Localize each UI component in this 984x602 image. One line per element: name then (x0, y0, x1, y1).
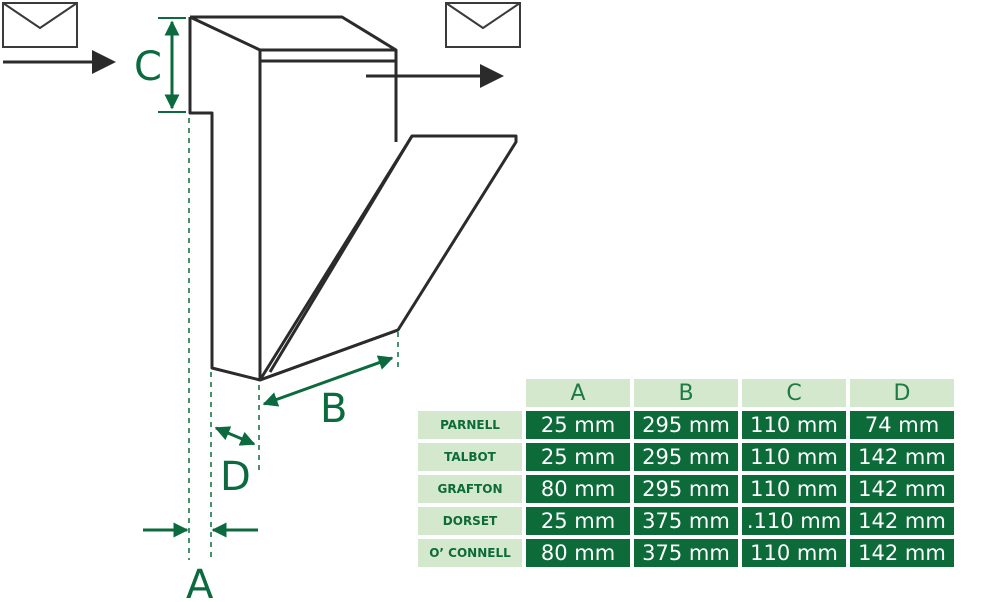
table-cell: 142 mm (850, 475, 954, 503)
table-row: PARNELL 25 mm 295 mm 110 mm 74 mm (418, 411, 954, 439)
table-cell: 110 mm (742, 443, 846, 471)
arrow-right-icon (3, 50, 116, 74)
row-header: GRAFTON (418, 475, 522, 503)
letterbox-outline (188, 15, 518, 382)
table-cell: 375 mm (634, 507, 738, 535)
guide-lines (188, 118, 399, 560)
table-cell: 142 mm (850, 539, 954, 567)
table-cell: 110 mm (742, 475, 846, 503)
row-header: O’ CONNELL (418, 539, 522, 567)
dimension-d (214, 426, 256, 446)
dimension-label-b: B (320, 386, 347, 432)
table-cell: 295 mm (634, 443, 738, 471)
table-cell: 25 mm (526, 411, 630, 439)
table-cell: .110 mm (742, 507, 846, 535)
dimension-label-a: A (186, 562, 214, 602)
table-cell: 142 mm (850, 507, 954, 535)
dimension-c (158, 17, 186, 113)
table-corner (418, 379, 522, 407)
dimension-b (262, 355, 394, 407)
table-header-row: A B C D (418, 379, 954, 407)
column-header-b: B (634, 379, 738, 407)
table-row: TALBOT 25 mm 295 mm 110 mm 142 mm (418, 443, 954, 471)
table-row: GRAFTON 80 mm 295 mm 110 mm 142 mm (418, 475, 954, 503)
table-cell: 74 mm (850, 411, 954, 439)
dimension-label-c: C (134, 44, 162, 90)
table-cell: 25 mm (526, 443, 630, 471)
row-header: DORSET (418, 507, 522, 535)
column-header-d: D (850, 379, 954, 407)
table-cell: 375 mm (634, 539, 738, 567)
spec-table: A B C D PARNELL 25 mm 295 mm 110 mm 74 m… (414, 375, 958, 571)
table-cell: 25 mm (526, 507, 630, 535)
table-cell: 295 mm (634, 411, 738, 439)
row-header: PARNELL (418, 411, 522, 439)
table-cell: 295 mm (634, 475, 738, 503)
table-cell: 80 mm (526, 539, 630, 567)
table-cell: 110 mm (742, 411, 846, 439)
row-header: TALBOT (418, 443, 522, 471)
envelope-icon (2, 2, 78, 48)
table-row: DORSET 25 mm 375 mm .110 mm 142 mm (418, 507, 954, 535)
arrow-right-icon (366, 64, 504, 88)
envelope-icon (445, 2, 521, 48)
table-cell: 110 mm (742, 539, 846, 567)
table-row: O’ CONNELL 80 mm 375 mm 110 mm 142 mm (418, 539, 954, 567)
table-cell: 142 mm (850, 443, 954, 471)
column-header-c: C (742, 379, 846, 407)
dimension-label-d: D (220, 454, 251, 500)
table-cell: 80 mm (526, 475, 630, 503)
column-header-a: A (526, 379, 630, 407)
